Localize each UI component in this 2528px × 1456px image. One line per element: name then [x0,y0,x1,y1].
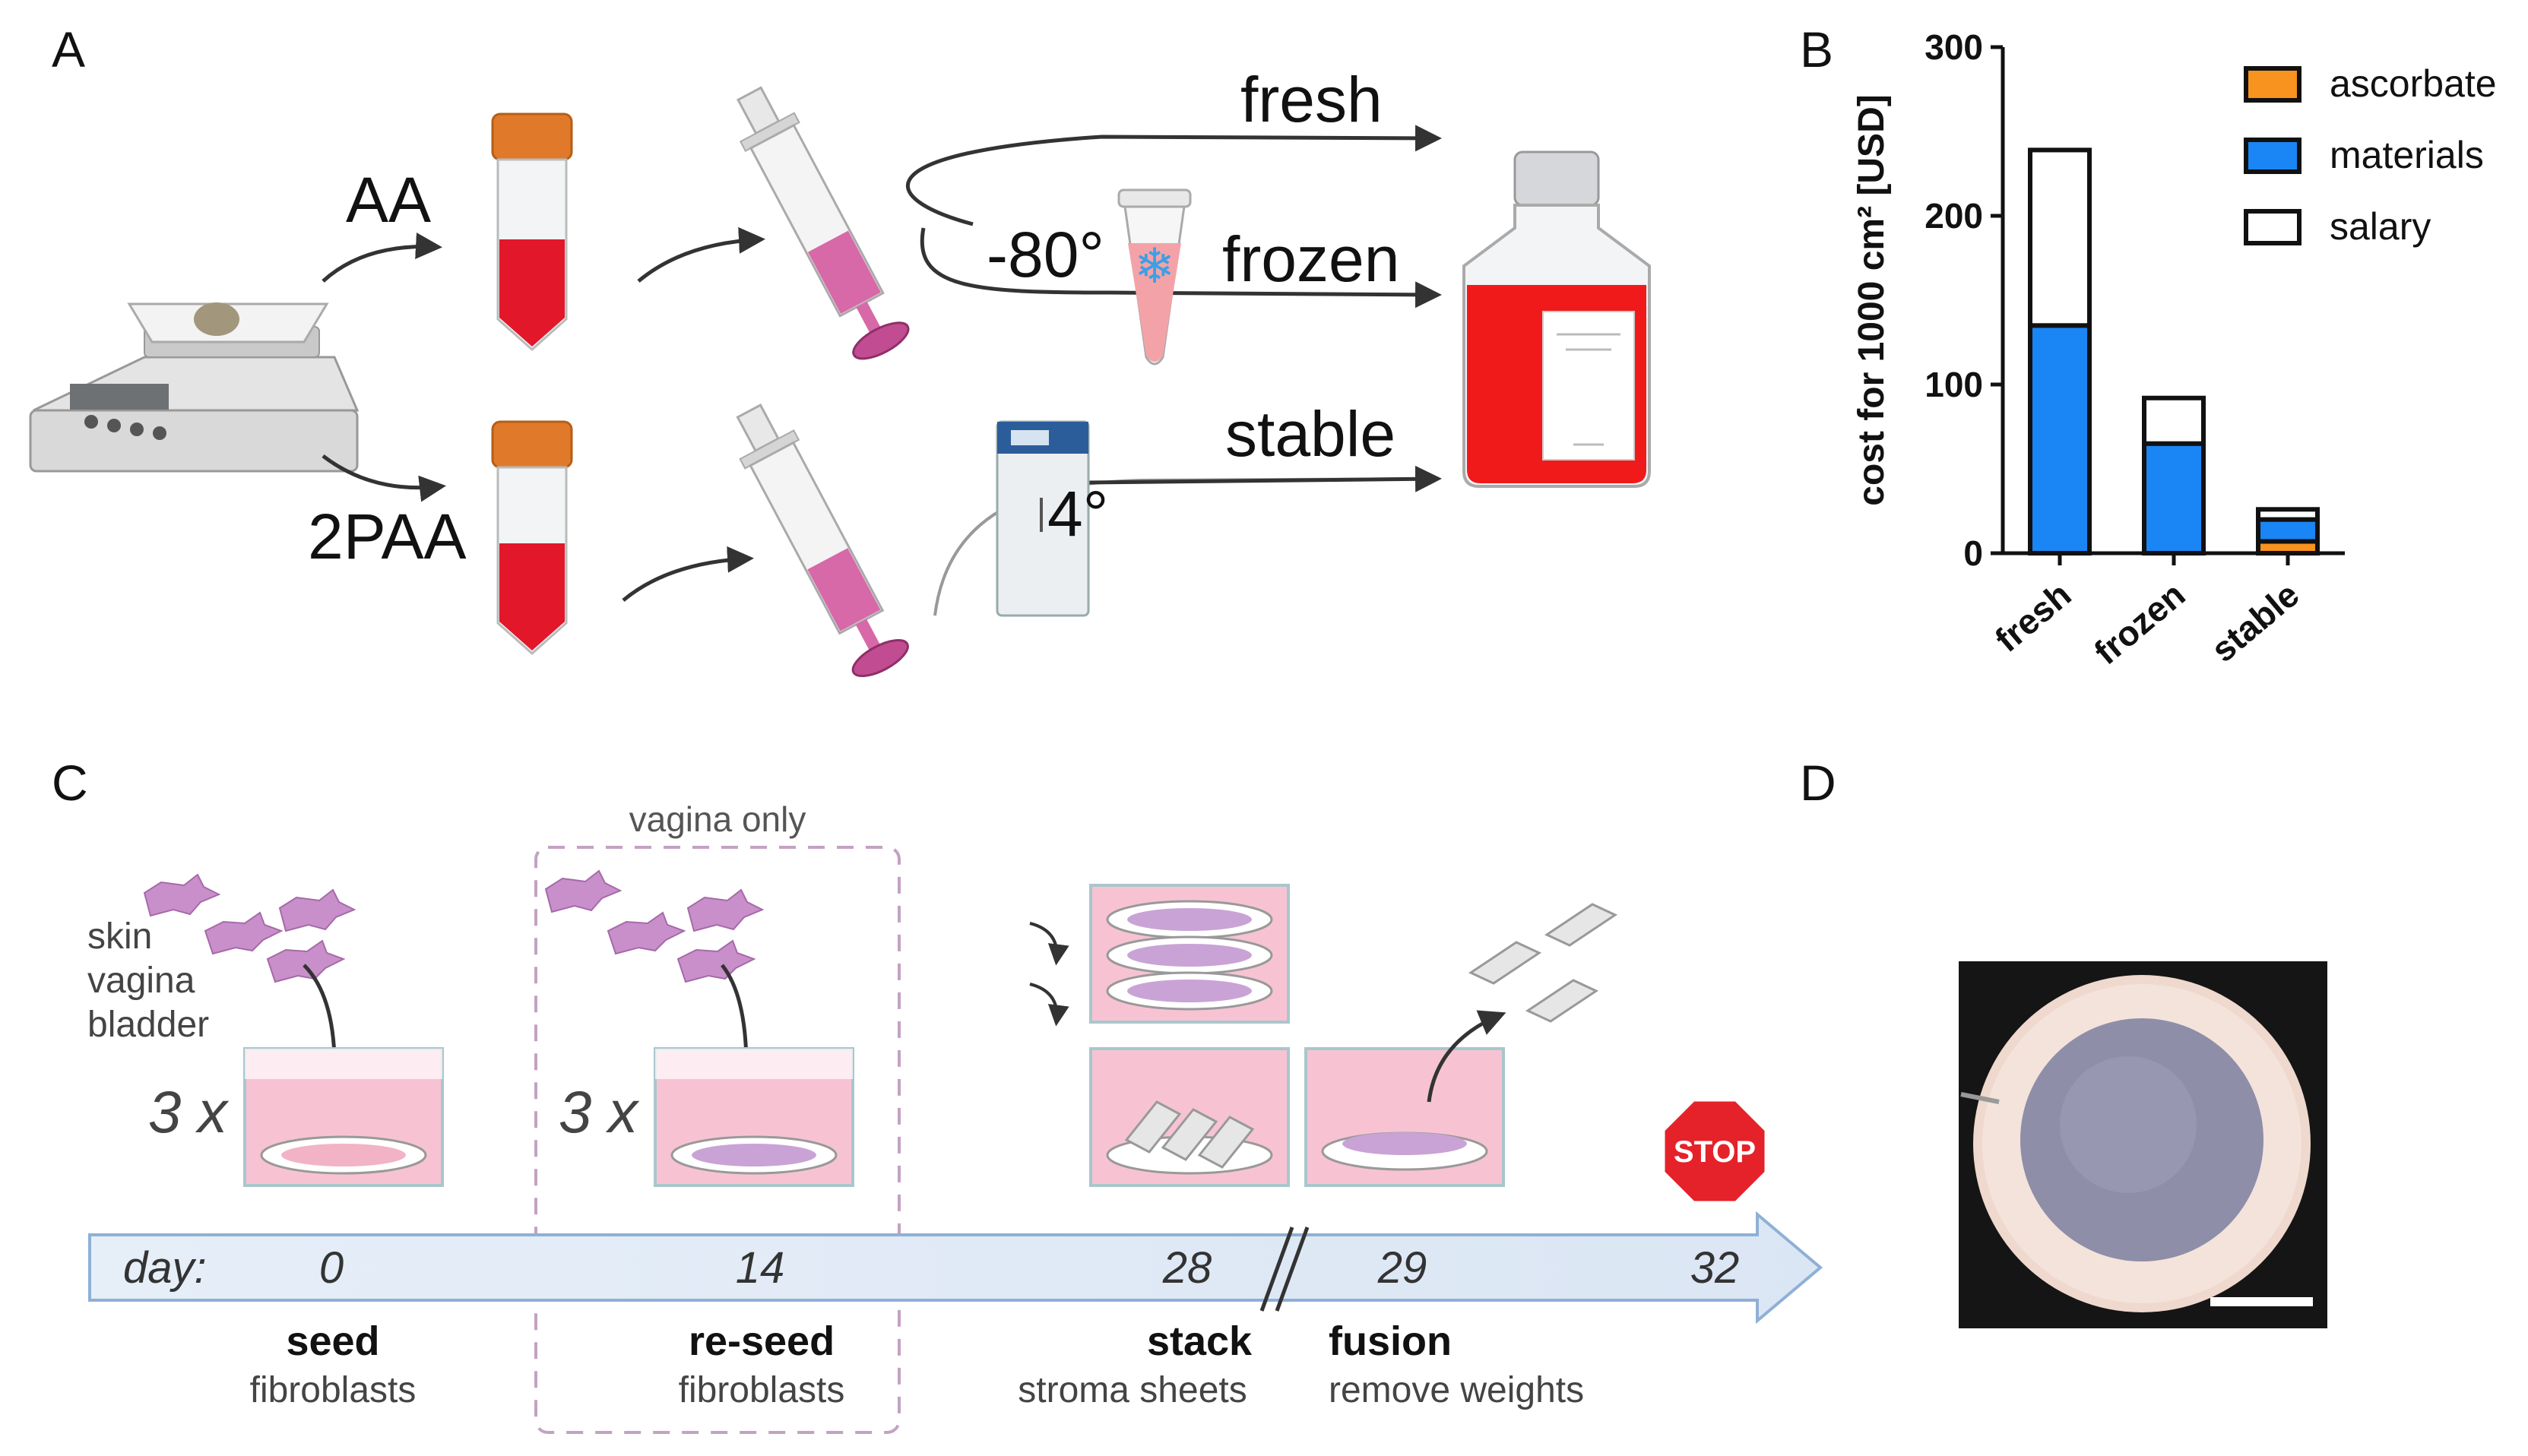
weighted-stack-well-icon [1089,1047,1290,1187]
stack-arrow-1 [1029,922,1069,966]
timeline-day-0: 0 [319,1243,344,1293]
arrow-fresh [906,125,1442,226]
route-label-fresh: fresh [1240,64,1383,135]
legend-label-materials: materials [2330,134,2484,176]
panel-c-letter: C [52,755,88,811]
stack-arrow-2 [1029,983,1069,1027]
arrow-to-aa-tube [322,233,442,283]
arrow-stable [1086,465,1442,492]
step-seed-sub: fibroblasts [250,1370,417,1410]
multiplier-reseed: 3 x [559,1078,640,1145]
y-tick-label: 100 [1925,365,1983,404]
arrow-to-syringe-top [637,226,765,283]
culture-well-reseed-icon [654,1047,854,1187]
removed-weights-icon [1468,903,1618,1023]
falcon-tube-2paa-icon [491,420,573,656]
tissue-ring-photo [1959,961,2327,1328]
stop-sign-text: STOP [1674,1135,1756,1169]
balance-scale-icon [29,302,360,473]
refrigerator-icon [996,420,1090,617]
bar-segment-salary-stable [2256,507,2320,522]
arrow-to-syringe-bottom [622,546,754,602]
arrow-to-2paa-tube [322,454,446,502]
bar-segment-materials-fresh [2028,323,2092,555]
panel-b-letter: B [1800,21,1833,78]
step-stack-title: stack [1147,1318,1253,1364]
fused-sheet-well-icon [1304,1047,1505,1187]
bar-segment-materials-frozen [2142,441,2206,556]
legend-swatch-ascorbate [2244,66,2301,103]
stop-sign-icon [1661,1097,1769,1205]
timeline-day-32: 32 [1690,1243,1740,1293]
x-tick-label-stable: stable [2203,574,2306,669]
falcon-tube-aa-icon [491,112,573,352]
bar-segment-salary-frozen [2142,395,2206,446]
step-fusion-title: fusion [1329,1318,1452,1364]
syringe-filter-bottom-icon [736,404,909,677]
vagina-only-box [534,846,901,1434]
panel-a-letter: A [52,21,85,78]
x-tick-label-fresh: fresh [1988,574,2079,660]
timeline-day-29: 29 [1377,1243,1427,1293]
cell-source-bladder: bladder [87,1005,209,1045]
culture-well-seed-icon [243,1047,444,1187]
fridge-temperature: 4° [1047,478,1108,549]
y-tick-label: 300 [1925,27,1983,67]
timeline-arrow [88,1211,1823,1325]
step-reseed-sub: fibroblasts [679,1370,845,1410]
x-tick-label-frozen: frozen [2086,574,2192,673]
y-axis-title: cost for 1000 cm² [USD] [1852,94,1892,505]
timeline-break-1 [1259,1227,1294,1312]
frozen-temperature: -80° [987,219,1104,290]
legend-label-salary: salary [2330,205,2431,248]
fibroblast-cells-icon [143,873,356,983]
y-tick-label: 0 [1963,533,1983,573]
multiplier-seed: 3 x [148,1078,230,1145]
route-label-frozen: frozen [1222,223,1399,295]
y-tick-label: 200 [1925,196,1983,236]
route-label-stable: stable [1225,398,1395,470]
svg-text:❄: ❄ [1134,239,1175,295]
reagent-label-aa: AA [346,164,431,236]
frozen-aliquot-tube-icon: ❄ [1117,188,1192,366]
step-seed-title: seed [286,1318,379,1364]
timeline-day-14: 14 [736,1243,785,1293]
legend-swatch-materials [2244,138,2301,174]
vagina-only-label: vagina only [629,799,806,839]
arrow-remove-weights [1427,1010,1506,1103]
legend-swatch-salary [2244,209,2301,245]
scale-bar [2210,1297,2313,1306]
cell-source-vagina: vagina [87,961,195,1001]
cell-source-skin: skin [87,916,152,957]
timeline-break-2 [1275,1227,1310,1312]
bar-segment-salary-fresh [2028,147,2092,328]
medium-bottle-icon [1462,150,1651,488]
step-stack-sub: stroma sheets [1018,1370,1247,1410]
fibroblast-cells-reseed-icon [544,869,765,983]
step-fusion-sub: remove weights [1329,1370,1584,1410]
stacked-sheets-well-icon [1089,884,1290,1024]
timeline-day-28: 28 [1162,1243,1212,1293]
syringe-filter-top-icon [737,86,910,360]
arrow-frozen [920,227,1442,309]
timeline-day-label: day: [123,1243,207,1293]
panel-d-letter: D [1800,755,1836,811]
bar-segment-materials-stable [2256,517,2320,544]
reagent-label-2paa: 2PAA [308,501,467,572]
step-reseed-title: re-seed [689,1318,835,1364]
legend-label-ascorbate: ascorbate [2330,62,2497,105]
